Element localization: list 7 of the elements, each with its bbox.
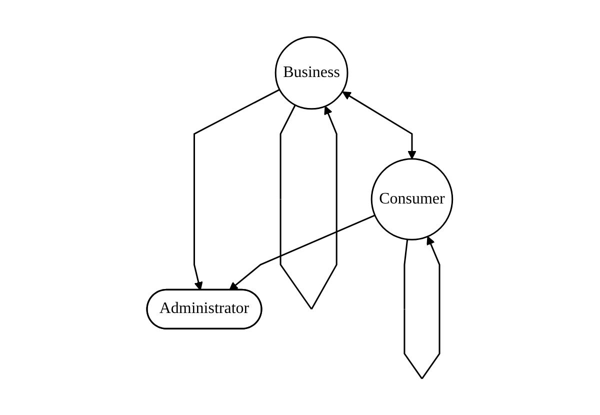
- node-circle: Consumer: [371, 158, 454, 240]
- node-circle: Business: [275, 36, 349, 110]
- arrow: [342, 91, 417, 159]
- arrow: [229, 214, 376, 290]
- arrow: [404, 236, 441, 379]
- arrow: [194, 88, 280, 290]
- arrow: [280, 104, 338, 310]
